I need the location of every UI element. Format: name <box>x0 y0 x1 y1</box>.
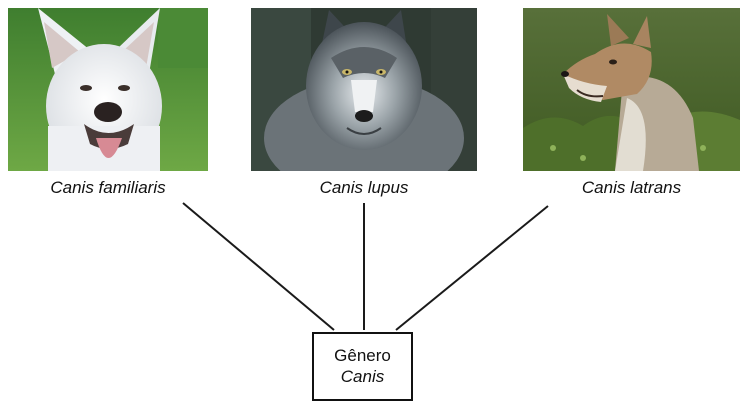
white-dog-photo <box>8 8 208 171</box>
species-label-canis-lupus: Canis lupus <box>251 178 477 198</box>
gray-wolf-photo <box>251 8 477 171</box>
connector-coyote-to-genus <box>396 206 548 330</box>
dog-image-icon <box>8 8 208 171</box>
wolf-image-icon <box>251 8 477 171</box>
genus-box: Gênero Canis <box>312 332 413 401</box>
species-label-canis-latrans: Canis latrans <box>523 178 740 198</box>
genus-title: Gênero <box>314 345 411 366</box>
coyote-photo <box>523 8 740 171</box>
connector-dog-to-genus <box>183 203 334 330</box>
genus-name: Canis <box>314 366 411 387</box>
coyote-image-icon <box>523 8 740 171</box>
species-label-canis-familiaris: Canis familiaris <box>8 178 208 198</box>
